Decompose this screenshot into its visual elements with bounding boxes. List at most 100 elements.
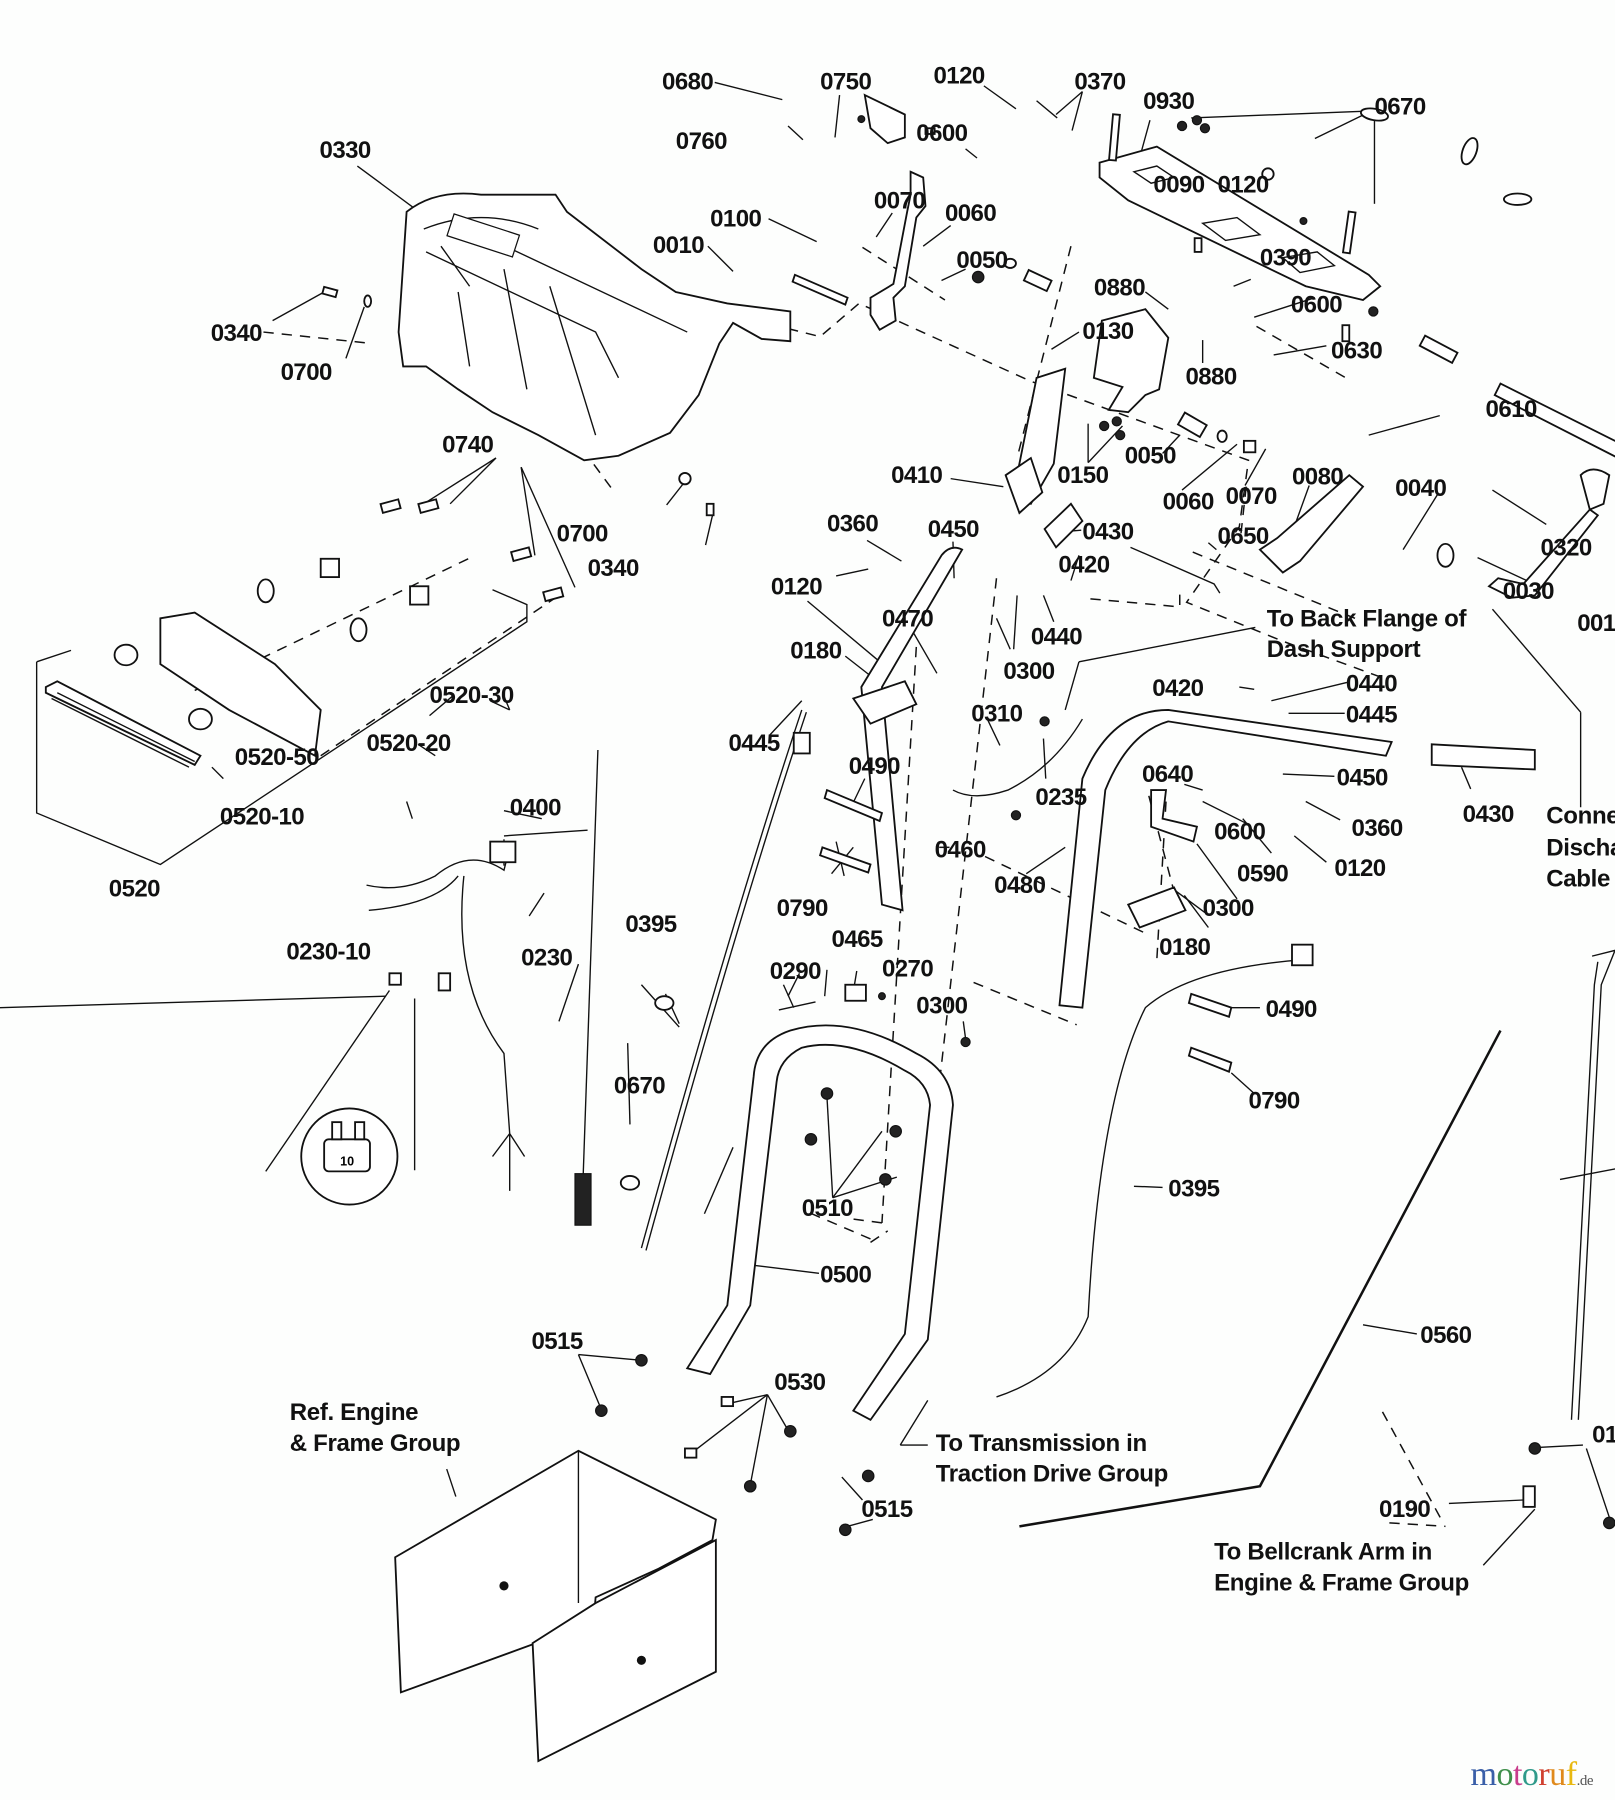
label-0510[interactable]: 0510 xyxy=(802,1195,854,1222)
label-0470[interactable]: 0470 xyxy=(882,605,934,632)
label-0330[interactable]: 0330 xyxy=(320,137,372,164)
label-0480[interactable]: 0480 xyxy=(994,872,1046,899)
label-0360[interactable]: 0360 xyxy=(1352,815,1404,842)
label-0320[interactable]: 0320 xyxy=(1541,534,1593,561)
label-0390[interactable]: 0390 xyxy=(1260,245,1312,272)
label-0120[interactable]: 0120 xyxy=(1218,171,1270,198)
label-0290[interactable]: 0290 xyxy=(770,958,822,985)
label-0515[interactable]: 0515 xyxy=(861,1496,913,1523)
label-0410[interactable]: 0410 xyxy=(891,462,943,489)
dash-console-0330 xyxy=(397,192,792,462)
label-0010[interactable]: 0010 xyxy=(1577,610,1615,637)
label-0520-10[interactable]: 0520-10 xyxy=(220,803,305,830)
label-0235[interactable]: 0235 xyxy=(1035,784,1087,811)
label-0790[interactable]: 0790 xyxy=(777,895,829,922)
label-0040[interactable]: 0040 xyxy=(1395,475,1447,502)
label-0450[interactable]: 0450 xyxy=(1337,764,1389,791)
label-0395[interactable]: 0395 xyxy=(625,911,677,938)
label-0520-30[interactable]: 0520-30 xyxy=(430,682,515,709)
label-0630[interactable]: 0630 xyxy=(1331,337,1383,364)
label-0700[interactable]: 0700 xyxy=(281,359,333,386)
label-0445[interactable]: 0445 xyxy=(728,730,780,757)
label-0520[interactable]: 0520 xyxy=(109,876,161,903)
leader-lines xyxy=(0,81,1615,1566)
label-0050[interactable]: 0050 xyxy=(956,247,1008,274)
label-0600[interactable]: 0600 xyxy=(916,120,968,147)
label-0750[interactable]: 0750 xyxy=(820,68,872,95)
label-0445[interactable]: 0445 xyxy=(1346,702,1398,729)
label-0520-50[interactable]: 0520-50 xyxy=(235,744,320,771)
label-0650[interactable]: 0650 xyxy=(1218,523,1270,550)
label-0310[interactable]: 0310 xyxy=(971,700,1023,727)
label-0740[interactable]: 0740 xyxy=(442,431,494,458)
label-0010[interactable]: 0010 xyxy=(653,232,705,259)
label-0440[interactable]: 0440 xyxy=(1031,624,1083,651)
label-0070[interactable]: 0070 xyxy=(1226,483,1278,510)
label-0170[interactable]: 0170 xyxy=(1592,1422,1615,1449)
label-0600[interactable]: 0600 xyxy=(1214,818,1266,845)
note-engine-ref-2: & Frame Group xyxy=(290,1430,460,1457)
label-0180[interactable]: 0180 xyxy=(790,637,842,664)
fuse-rating: 10 xyxy=(340,1155,354,1169)
label-0070[interactable]: 0070 xyxy=(874,187,926,214)
label-0880[interactable]: 0880 xyxy=(1185,364,1237,391)
label-0090[interactable]: 0090 xyxy=(1153,171,1205,198)
label-0300[interactable]: 0300 xyxy=(1003,658,1055,685)
label-0300[interactable]: 0300 xyxy=(1203,895,1255,922)
label-0120[interactable]: 0120 xyxy=(1334,855,1386,882)
label-0880[interactable]: 0880 xyxy=(1094,274,1146,301)
note-transmission-2: Traction Drive Group xyxy=(936,1461,1168,1488)
label-0430[interactable]: 0430 xyxy=(1082,518,1134,545)
label-0360[interactable]: 0360 xyxy=(827,510,879,537)
label-0465[interactable]: 0465 xyxy=(832,926,884,953)
label-0120[interactable]: 0120 xyxy=(771,573,823,600)
label-0060[interactable]: 0060 xyxy=(945,200,997,227)
label-0440[interactable]: 0440 xyxy=(1346,671,1398,698)
label-0670[interactable]: 0670 xyxy=(1374,94,1426,121)
note-discharge-2: Discharge Chute xyxy=(1546,834,1615,861)
label-0420[interactable]: 0420 xyxy=(1058,552,1110,579)
label-0490[interactable]: 0490 xyxy=(849,753,901,780)
label-0100[interactable]: 0100 xyxy=(710,206,762,233)
label-0340[interactable]: 0340 xyxy=(588,555,640,582)
label-0150[interactable]: 0150 xyxy=(1057,462,1109,489)
watermark-letter: r xyxy=(1538,1756,1550,1793)
label-0560[interactable]: 0560 xyxy=(1420,1322,1472,1349)
label-0430[interactable]: 0430 xyxy=(1463,801,1515,828)
label-0420[interactable]: 0420 xyxy=(1152,675,1204,702)
label-0700[interactable]: 0700 xyxy=(557,521,609,548)
label-0190[interactable]: 0190 xyxy=(1379,1496,1431,1523)
label-0230-10[interactable]: 0230-10 xyxy=(286,939,371,966)
label-0515[interactable]: 0515 xyxy=(531,1328,583,1355)
label-0460[interactable]: 0460 xyxy=(935,837,987,864)
label-0395[interactable]: 0395 xyxy=(1168,1176,1220,1203)
label-0300[interactable]: 0300 xyxy=(916,992,968,1019)
label-0760[interactable]: 0760 xyxy=(676,128,728,155)
label-0180[interactable]: 0180 xyxy=(1159,934,1211,961)
label-0680[interactable]: 0680 xyxy=(662,68,714,95)
label-0670[interactable]: 0670 xyxy=(614,1073,666,1100)
label-0060[interactable]: 0060 xyxy=(1163,489,1215,516)
label-0030[interactable]: 0030 xyxy=(1503,578,1555,605)
label-0450[interactable]: 0450 xyxy=(928,516,980,543)
label-0590[interactable]: 0590 xyxy=(1237,861,1289,888)
label-0050[interactable]: 0050 xyxy=(1125,443,1177,470)
label-0600[interactable]: 0600 xyxy=(1291,292,1343,319)
label-0500[interactable]: 0500 xyxy=(820,1261,872,1288)
label-0230[interactable]: 0230 xyxy=(521,944,573,971)
label-0120[interactable]: 0120 xyxy=(933,63,985,90)
label-0400[interactable]: 0400 xyxy=(510,794,562,821)
label-0370[interactable]: 0370 xyxy=(1074,68,1126,95)
label-0530[interactable]: 0530 xyxy=(774,1369,826,1396)
label-0930[interactable]: 0930 xyxy=(1143,88,1195,115)
label-0610[interactable]: 0610 xyxy=(1486,396,1538,423)
label-0790[interactable]: 0790 xyxy=(1248,1087,1300,1114)
label-0520-20[interactable]: 0520-20 xyxy=(367,730,452,757)
label-0640[interactable]: 0640 xyxy=(1142,761,1194,788)
label-0490[interactable]: 0490 xyxy=(1266,996,1318,1023)
label-0270[interactable]: 0270 xyxy=(882,956,934,983)
label-0080[interactable]: 0080 xyxy=(1292,463,1344,490)
label-0340[interactable]: 0340 xyxy=(211,320,263,347)
label-0130[interactable]: 0130 xyxy=(1082,318,1134,345)
